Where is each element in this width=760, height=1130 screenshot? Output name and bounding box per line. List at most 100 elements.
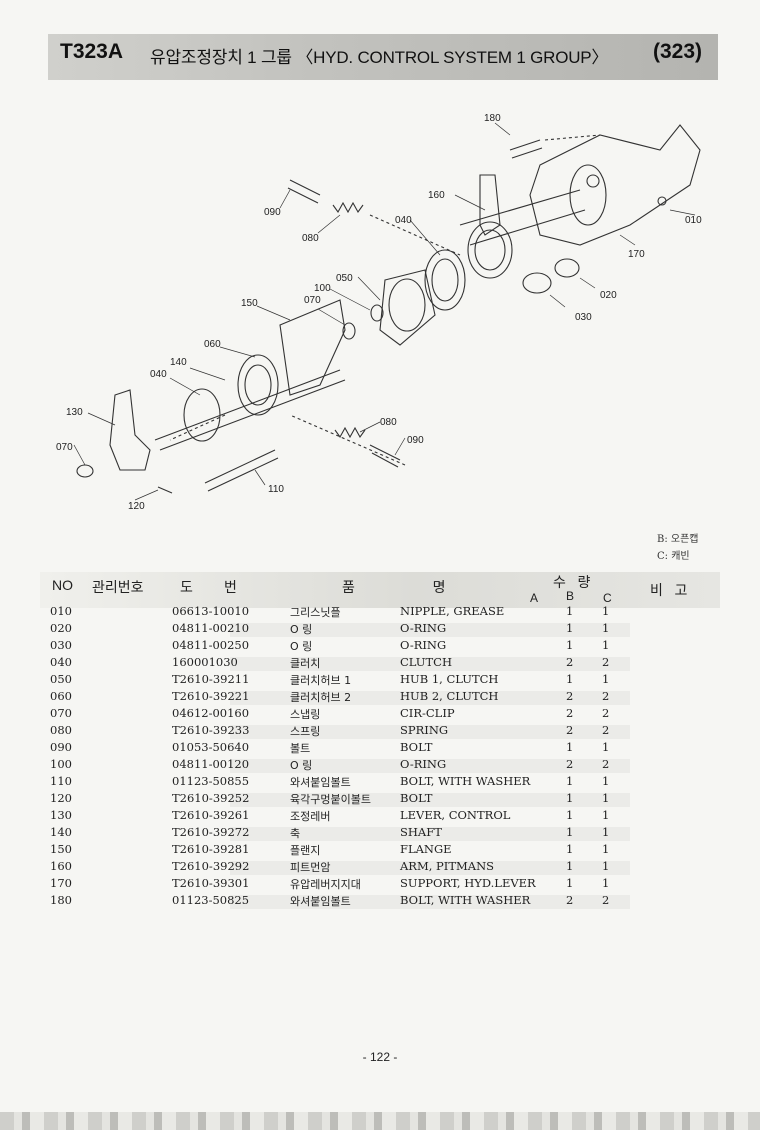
cell-name-en: LEVER, CONTROL	[400, 808, 511, 822]
cell-qty-b: 2	[566, 723, 574, 737]
cell-name-en: HUB 2, CLUTCH	[400, 689, 499, 703]
part-hub-1	[379, 269, 436, 346]
cell-qty-b: 2	[566, 893, 574, 907]
cell-qty-c: 2	[602, 706, 610, 720]
grease-nipple	[657, 196, 667, 206]
bolt-090-lower	[369, 444, 401, 468]
cell-no: 160	[50, 859, 72, 873]
cell-name-en: O-RING	[400, 638, 447, 652]
cell-part-number: T2610-39221	[172, 689, 250, 703]
cell-no: 010	[50, 604, 72, 618]
scan-edge-strip	[0, 1112, 760, 1130]
cell-name-en: SPRING	[400, 723, 449, 737]
cell-name-kr: 플랜지	[290, 844, 321, 857]
col-mgmt-no: 관리번호	[92, 579, 144, 595]
cell-qty-b: 2	[566, 706, 574, 720]
o-ring-030	[522, 272, 552, 294]
callout-050: 050	[336, 273, 353, 284]
callout-070-upper: 070	[304, 295, 321, 306]
cell-qty-b: 2	[566, 655, 574, 669]
exploded-parts-diagram: 180 090 080 160 040 010 170 050 100 070 …	[56, 113, 702, 512]
callout-040-lower: 040	[150, 369, 167, 380]
cell-name-en: BOLT, WITH WASHER	[400, 774, 531, 788]
cell-no: 140	[50, 825, 72, 839]
cell-name-kr: O 링	[290, 640, 313, 653]
cell-name-kr: 조정레버	[290, 810, 331, 823]
cell-name-en: SHAFT	[400, 825, 442, 839]
cell-part-number: T2610-39301	[172, 876, 250, 890]
section-page-ref: (323)	[652, 40, 702, 63]
cell-no: 050	[50, 672, 72, 686]
cell-name-en: BOLT, WITH WASHER	[400, 893, 531, 907]
cell-qty-c: 1	[602, 859, 610, 873]
row-shade	[230, 861, 630, 875]
cell-qty-c: 1	[602, 808, 610, 822]
callout-180: 180	[484, 113, 501, 124]
cell-no: 150	[50, 842, 72, 856]
cell-qty-c: 1	[602, 876, 610, 890]
cell-qty-b: 1	[566, 859, 574, 873]
cell-qty-c: 1	[602, 621, 610, 635]
col-qty-b: B	[566, 589, 575, 603]
callout-040-upper: 040	[395, 215, 412, 226]
cell-qty-b: 1	[566, 791, 574, 805]
col-qty-c: C	[603, 591, 612, 605]
cell-name-kr: 육각구멍붙이볼트	[290, 793, 371, 806]
cell-part-number: 01123-50825	[172, 893, 250, 907]
cell-name-en: NIPPLE, GREASE	[400, 604, 505, 618]
callout-010: 010	[685, 215, 702, 226]
clutch-lower	[183, 388, 221, 442]
support-bore	[569, 164, 607, 226]
cell-part-number: T2610-39233	[172, 723, 250, 737]
cell-no: 180	[50, 893, 72, 907]
row-shade	[230, 895, 630, 909]
cell-name-kr: 그리스닛플	[290, 606, 341, 619]
cell-qty-b: 1	[566, 774, 574, 788]
cell-part-number: 04811-00210	[172, 621, 250, 635]
bolt-090-upper	[287, 179, 321, 204]
cell-no: 090	[50, 740, 72, 754]
cell-name-en: CLUTCH	[400, 655, 452, 669]
cell-part-number: 01053-50640	[172, 740, 250, 754]
section-title: 유압조정장치 1 그룹 〈HYD. CONTROL SYSTEM 1 GROUP…	[150, 48, 609, 67]
cell-qty-c: 1	[602, 774, 610, 788]
callout-150: 150	[241, 298, 258, 309]
callout-060: 060	[204, 339, 221, 350]
cell-name-kr: 와셔붙임볼트	[290, 776, 351, 789]
cell-name-en: O-RING	[400, 757, 447, 771]
col-qty: 수 량	[553, 574, 591, 590]
cell-part-number: 160001030	[172, 655, 238, 669]
cell-qty-c: 2	[602, 723, 610, 737]
cell-qty-c: 1	[602, 604, 610, 618]
cell-name-kr: 클러치허브 2	[290, 691, 352, 704]
cell-part-number: T2610-39272	[172, 825, 250, 839]
part-control-lever	[109, 389, 151, 471]
cell-qty-c: 1	[602, 791, 610, 805]
cell-no: 060	[50, 689, 72, 703]
col-name: 품 명	[342, 579, 446, 595]
cell-name-kr: O 링	[290, 623, 313, 636]
cell-name-en: BOLT	[400, 740, 433, 754]
cell-no: 080	[50, 723, 72, 737]
clutch-upper	[424, 249, 466, 311]
cell-qty-c: 2	[602, 689, 610, 703]
cell-part-number: T2610-39211	[172, 672, 250, 686]
section-code: T323A	[60, 40, 124, 63]
cell-name-en: SUPPORT, HYD.LEVER	[400, 876, 536, 890]
cell-part-number: T2610-39281	[172, 842, 250, 856]
cell-name-kr: 유압레버지지대	[290, 878, 361, 891]
cell-qty-b: 1	[566, 638, 574, 652]
clutch-ring-160	[467, 221, 513, 279]
cell-name-en: CIR-CLIP	[400, 706, 455, 720]
legend-b: B: 오픈캡	[657, 534, 699, 545]
cell-qty-b: 2	[566, 689, 574, 703]
callout-120: 120	[128, 501, 145, 512]
spring-080-lower	[334, 426, 366, 439]
